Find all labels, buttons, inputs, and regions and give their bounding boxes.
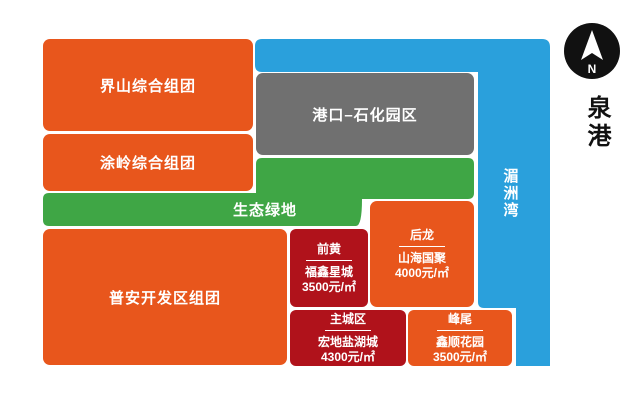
houlong-area: 后龙 xyxy=(409,227,434,242)
zhucheng-project: 主城区 宏地盐湖城 4300元/㎡ xyxy=(290,310,406,366)
puan-zone: 普安开发区组团 xyxy=(43,229,287,365)
fengwei-area: 峰尾 xyxy=(447,311,472,326)
compass-letter: N xyxy=(588,62,597,76)
jieshan-zone: 界山综合组团 xyxy=(43,39,253,131)
qianhuang-area: 前黄 xyxy=(316,241,341,256)
qianhuang-price: 3500元/㎡ xyxy=(301,279,357,294)
qianhuang-name: 福鑫星城 xyxy=(304,264,353,279)
tuling-zone: 涂岭综合组团 xyxy=(43,134,253,191)
zhucheng-price: 4300元/㎡ xyxy=(320,349,376,364)
fengwei-price: 3500元/㎡ xyxy=(432,349,488,364)
city-name: 泉港 xyxy=(583,95,610,151)
qianhuang-project: 前黄 福鑫星城 3500元/㎡ xyxy=(290,229,368,307)
north-compass-icon: N xyxy=(564,23,620,79)
houlong-name: 山海国聚 xyxy=(397,250,446,265)
zhucheng-area: 主城区 xyxy=(329,311,366,326)
fengwei-name: 鑫顺花园 xyxy=(435,334,484,349)
houlong-price: 4000元/㎡ xyxy=(394,265,450,280)
meizhou-bay-label: 湄洲湾 xyxy=(501,167,519,219)
ecological-greenbelt-label: 生态绿地 xyxy=(232,201,297,219)
houlong-project: 后龙 山海国聚 4000元/㎡ xyxy=(370,201,474,307)
fengwei-project: 峰尾 鑫顺花园 3500元/㎡ xyxy=(408,310,512,366)
zhucheng-name: 宏地盐湖城 xyxy=(317,334,378,349)
gangkou-petrochem-zone: 港口–石化园区 xyxy=(256,73,474,155)
